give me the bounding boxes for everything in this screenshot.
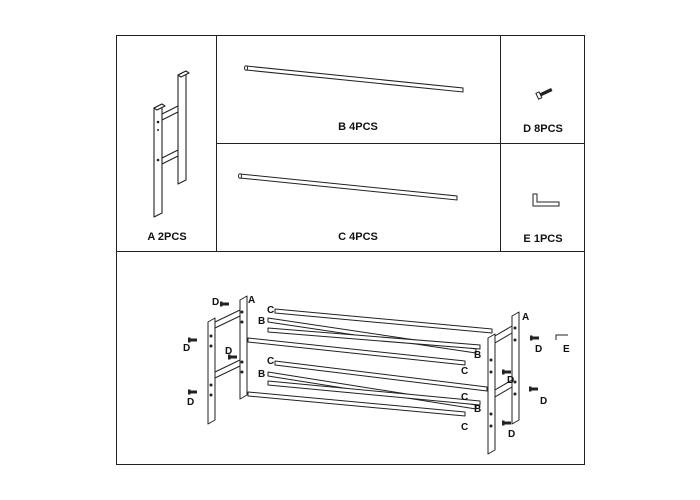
letter-c: C (461, 392, 468, 403)
side-frame-drawing (153, 70, 190, 218)
bolt-drawing (535, 88, 553, 100)
letter-b: B (258, 369, 265, 380)
letter-a: A (248, 295, 255, 306)
part-b-label: B 4PCS (338, 121, 378, 133)
assembly-drawing (207, 295, 520, 455)
part-d-label: D 8PCS (523, 123, 563, 135)
letter-d: D (540, 396, 547, 407)
letter-b: B (474, 350, 481, 361)
letter-d: D (212, 297, 219, 308)
letter-b: B (258, 316, 265, 327)
letter-d: D (183, 343, 190, 354)
letter-d: D (535, 344, 542, 355)
assembly-cell (116, 251, 585, 465)
letter-e: E (563, 344, 570, 355)
letter-b: B (474, 404, 481, 415)
part-c-label: C 4PCS (338, 231, 378, 243)
rod-c-drawing (238, 173, 458, 201)
letter-d: D (508, 429, 515, 440)
letter-c: C (461, 366, 468, 377)
letter-c: C (461, 422, 468, 433)
letter-d: D (225, 346, 232, 357)
letter-d: D (187, 397, 194, 408)
letter-c: C (267, 356, 274, 367)
hex-key-drawing (532, 193, 560, 207)
part-e-label: E 1PCS (523, 233, 563, 245)
letter-c: C (267, 305, 274, 316)
letter-a: A (522, 312, 529, 323)
rod-b-drawing (244, 65, 464, 93)
assembly-letters: D A C B D D C B D A D E B C D D C B C D (183, 295, 570, 440)
part-a-label: A 2PCS (147, 231, 187, 243)
assembly-hex-key (555, 334, 568, 340)
letter-d: D (507, 375, 514, 386)
